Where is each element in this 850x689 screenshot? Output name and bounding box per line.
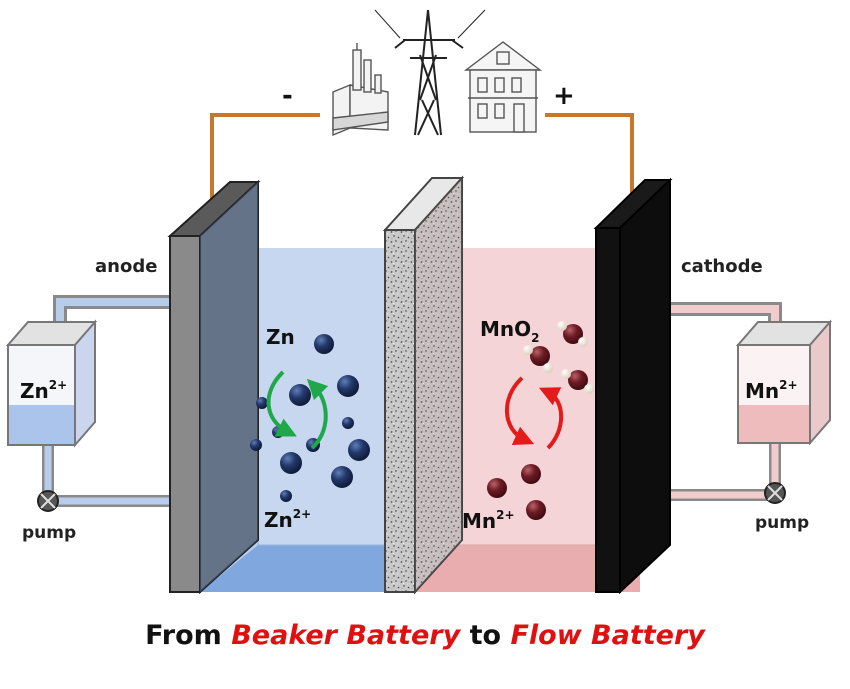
zn-particle <box>331 466 353 488</box>
right-pump-label: pump <box>755 513 809 533</box>
anode-wire <box>210 113 320 212</box>
zn-particle <box>280 490 292 502</box>
mno2-particles <box>523 321 594 394</box>
zn-particle <box>337 375 359 397</box>
caption-prefix: From <box>145 620 232 651</box>
caption-beaker-battery: Beaker Battery <box>231 620 461 651</box>
left-pump-label: pump <box>22 523 76 543</box>
mn-particles <box>487 464 546 520</box>
caption-middle: to <box>460 620 511 651</box>
anode-label: anode <box>95 256 157 277</box>
left-lower-pipe <box>42 442 170 507</box>
zn-label: Zn <box>266 325 295 349</box>
zn-redox-cycle-arrows <box>266 370 329 450</box>
factory-icon <box>332 43 389 137</box>
plus-sign: + <box>553 81 575 111</box>
zn-particle <box>250 439 262 451</box>
minus-sign: - <box>282 81 293 111</box>
caption-flow-battery: Flow Battery <box>510 620 705 651</box>
figure-caption: From Beaker Battery to Flow Battery <box>0 620 850 651</box>
zn-particle <box>280 452 302 474</box>
mno2-molecule <box>557 321 588 347</box>
zn-particle <box>342 417 354 429</box>
right-tank-assembly: Mn2+ pump <box>638 302 833 533</box>
cathode-label: cathode <box>681 256 763 277</box>
zn-particle <box>256 397 268 409</box>
house-icon <box>463 41 543 133</box>
separator-membrane <box>382 175 465 595</box>
mn-particle <box>526 500 546 520</box>
cathode-plate <box>593 177 673 595</box>
left-tank-label: Zn2+ <box>20 378 67 403</box>
left-tank <box>5 319 98 448</box>
mn2-label: Mn2+ <box>462 508 515 533</box>
cathode-wire <box>545 113 634 195</box>
zn-particle <box>314 334 334 354</box>
zn-particle <box>348 439 370 461</box>
left-pump-icon <box>37 490 59 512</box>
right-tank-label: Mn2+ <box>745 378 798 403</box>
zn-particles <box>250 334 370 502</box>
mno2-molecule <box>523 345 553 373</box>
left-tank-assembly: Zn2+ pump <box>5 295 170 543</box>
mno2-label: MnO2 <box>480 317 540 345</box>
mno2-molecule <box>561 369 594 394</box>
external-circuit: - + <box>210 9 634 212</box>
power-tower-icon <box>374 9 486 136</box>
right-tank <box>735 319 833 446</box>
mn-particle <box>521 464 541 484</box>
anode-plate <box>167 179 261 595</box>
zn-particle <box>289 384 311 406</box>
zn2-label: Zn2+ <box>264 507 311 532</box>
mn-particle <box>487 478 507 498</box>
right-pump-icon <box>764 482 786 504</box>
mn-redox-cycle-arrows <box>505 376 564 450</box>
